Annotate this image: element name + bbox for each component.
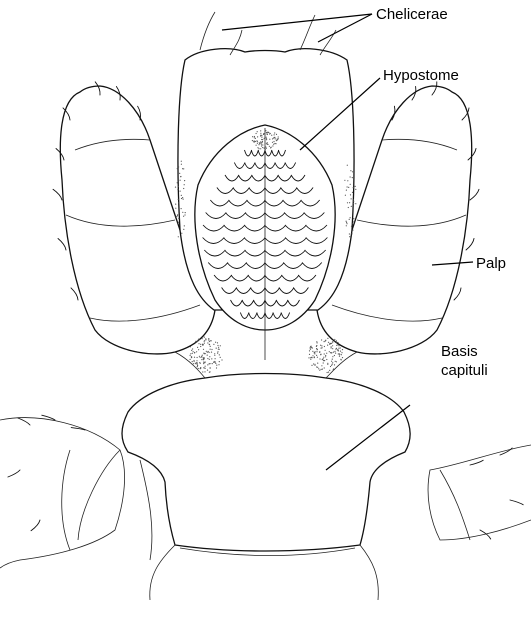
- basis-capituli-label-line1: Basis: [441, 343, 478, 360]
- basis-capituli-shape: [122, 374, 410, 601]
- palp-label: Palp: [476, 255, 506, 272]
- basis-capituli-label-line2: capituli: [441, 362, 488, 379]
- hypostome-label: Hypostome: [383, 67, 459, 84]
- chelicerae-leader-right: [318, 14, 372, 42]
- hypostome-shape: [195, 125, 335, 360]
- chelicerae-leader-left: [222, 14, 372, 30]
- right-leg: [428, 445, 531, 540]
- left-leg: [0, 418, 125, 568]
- chelicerae-label: Chelicerae: [376, 6, 448, 23]
